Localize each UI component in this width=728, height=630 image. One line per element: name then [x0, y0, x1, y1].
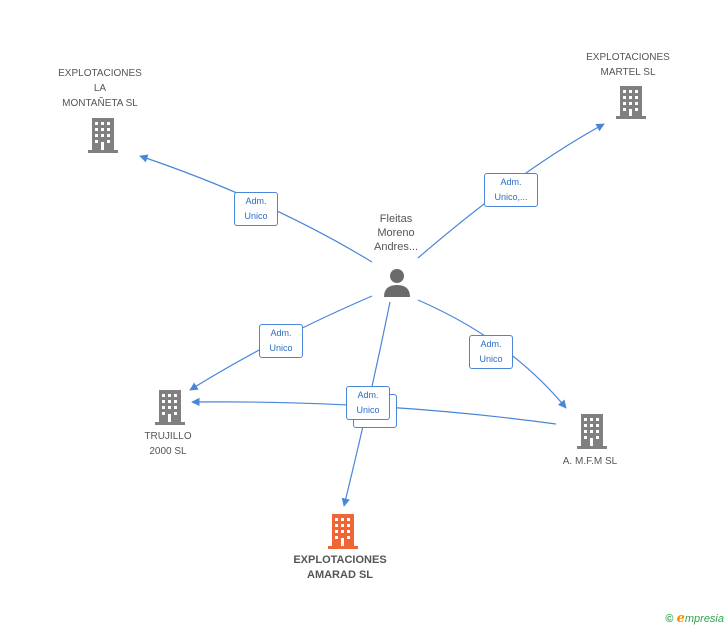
- edge-label-line: Unico: [269, 343, 293, 353]
- edge-label-montaneta[interactable]: Adm. Unico: [234, 192, 278, 226]
- company-label-line: 2000 SL: [149, 446, 187, 457]
- company-label-montaneta[interactable]: EXPLOTACIONES LA MONTAÑETA SL: [48, 66, 152, 111]
- edge-label-line: Adm.: [500, 177, 522, 187]
- person-icon[interactable]: [384, 269, 410, 297]
- empresia-logo-e: e: [676, 611, 685, 626]
- company-label-amfm[interactable]: A. M.F.M SL: [548, 454, 632, 469]
- company-label-line: A. M.F.M SL: [562, 456, 618, 467]
- edge-label-martel[interactable]: Adm. Unico,...: [484, 173, 538, 207]
- edge-label-line: Unico: [244, 211, 268, 221]
- building-icon-trujillo[interactable]: [155, 390, 185, 425]
- company-label-line: TRUJILLO: [144, 431, 192, 442]
- company-label-line: MONTAÑETA SL: [62, 98, 138, 109]
- edge-label-line: Unico,...: [494, 192, 528, 202]
- company-label-line: EXPLOTACIONES: [293, 554, 387, 566]
- edge-label-line: Adm.: [245, 196, 267, 206]
- company-label-trujillo[interactable]: TRUJILLO 2000 SL: [126, 429, 210, 459]
- building-icon-martel[interactable]: [616, 86, 646, 119]
- edge-label-line: Adm.: [480, 339, 502, 349]
- edge-label-amarad[interactable]: Adm. Unico: [346, 386, 390, 420]
- edge-label-line: Adm.: [270, 328, 292, 338]
- company-label-line: MARTEL SL: [600, 67, 656, 78]
- person-label-line: Andres...: [373, 241, 419, 253]
- company-label-line: LA: [93, 83, 107, 94]
- building-icon-montaneta[interactable]: [88, 118, 118, 153]
- company-label-martel[interactable]: EXPLOTACIONES MARTEL SL: [576, 50, 680, 80]
- empresia-logo-text: mpresia: [684, 613, 724, 625]
- building-icon-amfm[interactable]: [577, 414, 607, 449]
- edge-label-amfm[interactable]: Adm. Unico: [469, 335, 513, 369]
- edge-label-trujillo[interactable]: Adm. Unico: [259, 324, 303, 358]
- company-label-amarad[interactable]: EXPLOTACIONES AMARAD SL: [280, 553, 400, 583]
- edge-label-line: Unico: [479, 354, 503, 364]
- company-label-line: EXPLOTACIONES: [586, 52, 670, 63]
- edge-label-line: Unico: [356, 405, 380, 415]
- company-label-line: EXPLOTACIONES: [58, 68, 142, 79]
- copyright-icon: ©: [665, 613, 674, 625]
- company-label-line: AMARAD SL: [307, 569, 373, 581]
- person-label-line: Moreno: [377, 227, 415, 239]
- empresia-brand[interactable]: © empresia: [665, 611, 724, 626]
- person-label[interactable]: Fleitas Moreno Andres...: [360, 212, 432, 254]
- building-icon-amarad[interactable]: [328, 514, 358, 549]
- edge-label-line: Adm.: [357, 390, 379, 400]
- person-label-line: Fleitas: [379, 213, 413, 225]
